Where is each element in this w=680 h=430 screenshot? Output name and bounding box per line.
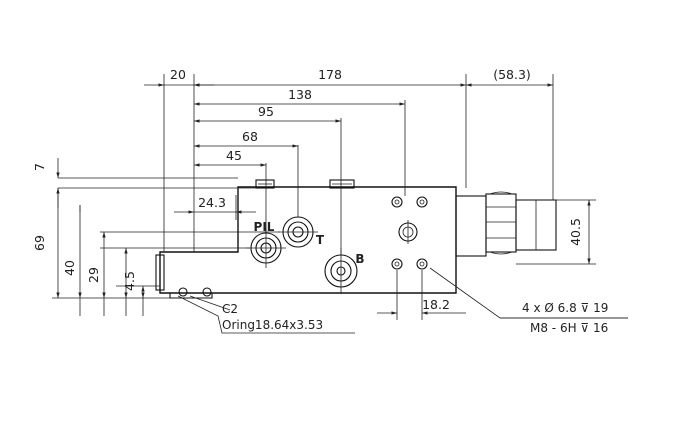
dim-45: 45 <box>226 148 242 163</box>
dim-24-3: 24.3 <box>198 195 226 210</box>
port-label-t: T <box>316 233 325 247</box>
port-label-b: B <box>355 252 364 266</box>
horizontal-dimensions <box>144 83 553 315</box>
dim-68: 68 <box>242 129 258 144</box>
cartridge-valve <box>455 191 557 257</box>
leader-lines <box>177 267 628 334</box>
port-pil <box>246 228 286 268</box>
dim-40: 40 <box>62 260 77 276</box>
callout-thread: M8 - 6H ⊽ 16 <box>530 321 608 335</box>
vertical-dimensions <box>56 158 591 316</box>
callout-oring: Oring18.64x3.53 <box>222 318 323 332</box>
dim-4-5: 4.5 <box>122 271 137 291</box>
dim-138: 138 <box>288 87 312 102</box>
port-t <box>278 216 318 248</box>
mounting-holes <box>391 196 428 270</box>
callout-holes: 4 x Ø 6.8 ⊽ 19 <box>522 301 608 315</box>
dim-29: 29 <box>86 267 101 283</box>
dim-20: 20 <box>170 67 186 82</box>
dim-40-5: 40.5 <box>568 218 583 246</box>
valve-body <box>155 179 457 299</box>
dim-7: 7 <box>32 163 47 171</box>
dim-178: 178 <box>318 67 342 82</box>
dim-18-2: 18.2 <box>422 297 450 312</box>
port-label-pil: PIL <box>254 220 275 234</box>
dim-69: 69 <box>32 235 47 251</box>
dim-95: 95 <box>258 104 274 119</box>
dim-58-3: (58.3) <box>493 67 531 82</box>
callout-c2: C2 <box>222 302 238 316</box>
